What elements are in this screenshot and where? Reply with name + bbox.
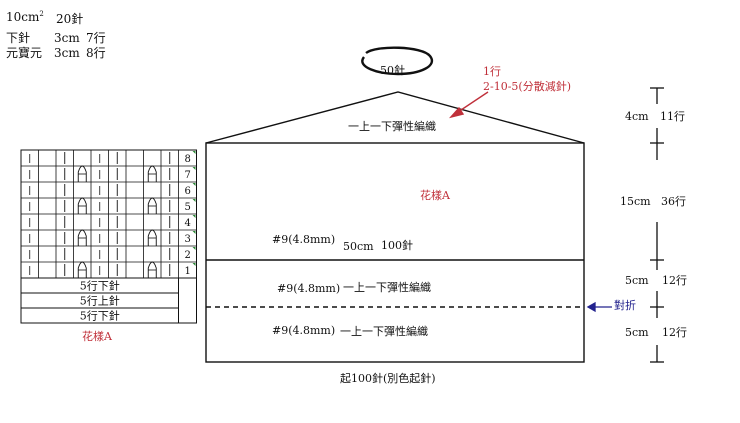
- chart-row-number: 5: [185, 202, 191, 213]
- top-stitch-count: 50針: [380, 64, 405, 77]
- needle-low: #9(4.8mm): [272, 324, 336, 337]
- needle-upper: #9(4.8mm): [272, 233, 336, 246]
- needle-mid: #9(4.8mm): [277, 282, 341, 295]
- measure-1-rows: 11行: [660, 110, 685, 123]
- bobble-stitch-symbol: [77, 261, 87, 278]
- chart-footer-label: 5行上針: [80, 294, 120, 308]
- measure-3-cm: 5cm: [625, 274, 649, 287]
- gauge-row2-cm: 3cm: [54, 46, 80, 60]
- measure-2-cm: 15cm: [620, 195, 651, 208]
- bobble-stitch-symbol: [147, 165, 157, 182]
- measure-3-rows: 12行: [662, 274, 687, 287]
- chart-row-number: 3: [185, 234, 191, 245]
- gauge-row2-rows: 8行: [86, 46, 106, 60]
- gauge-row2-label: 元寶元: [6, 46, 43, 60]
- chart-corner-mark: [192, 151, 196, 154]
- bobble-stitch-symbol: [77, 197, 87, 214]
- width-stitches: 100針: [381, 239, 413, 252]
- roof-line: [205, 91, 585, 144]
- gauge-row1-cm: 3cm: [54, 31, 80, 45]
- fold-arrow-icon: [586, 301, 612, 313]
- chart-corner-mark: [192, 231, 196, 234]
- top-band-label: 一上一下彈性編織: [348, 120, 436, 133]
- measure-1-cm: 4cm: [625, 110, 649, 123]
- bobble-stitch-symbol: [147, 229, 157, 246]
- chart-corner-mark: [192, 215, 196, 218]
- bobble-stitch-symbol: [147, 197, 157, 214]
- decrease-rows: 1行: [483, 65, 501, 78]
- width-cm: 50cm: [343, 240, 374, 253]
- chart-row-number: 7: [185, 170, 191, 181]
- decrease-rule: 2-10-5(分散減針): [483, 80, 572, 93]
- cast-on-label: 起100針(別色起針): [340, 372, 436, 385]
- mid-band-label: 一上一下彈性編織: [343, 281, 431, 294]
- bobble-stitch-symbol: [77, 165, 87, 182]
- gauge-row1-rows: 7行: [86, 31, 106, 45]
- chart-corner-mark: [192, 183, 196, 186]
- chart-row-number: 4: [185, 218, 191, 229]
- chart-corner-mark: [192, 247, 196, 250]
- bobble-stitch-symbol: [77, 229, 87, 246]
- gauge-stitches: 20針: [56, 12, 84, 26]
- measure-2-rows: 36行: [661, 195, 686, 208]
- garment-outline: [205, 91, 585, 363]
- gauge-row1-label: 下針: [6, 31, 31, 45]
- gauge-area: 10cm2: [6, 10, 44, 24]
- chart-footer-label: 5行下針: [80, 279, 120, 293]
- chart-footer-label: 5行下針: [80, 309, 120, 323]
- chart-corner-mark: [192, 263, 196, 266]
- measure-4-cm: 5cm: [625, 326, 649, 339]
- chart-row-number: 8: [185, 154, 191, 165]
- chart-corner-mark: [192, 167, 196, 170]
- chart-footer-side: [178, 277, 197, 324]
- pattern-a-label: 花樣A: [420, 189, 450, 202]
- chart-row-number: 1: [185, 266, 191, 277]
- chart-row-number: 2: [185, 250, 191, 261]
- measurement-bar: [650, 87, 664, 363]
- chart-title: 花樣A: [82, 330, 112, 343]
- measure-4-rows: 12行: [662, 326, 687, 339]
- top-loop-icon: [361, 46, 434, 76]
- decrease-arrow-icon: [448, 91, 489, 119]
- bobble-stitch-symbol: [147, 261, 157, 278]
- low-band-label: 一上一下彈性編織: [340, 325, 428, 338]
- chart-corner-mark: [192, 199, 196, 202]
- fold-label: 對折: [614, 299, 636, 312]
- body-rect: [205, 142, 585, 363]
- chart-row-number: 6: [185, 186, 191, 197]
